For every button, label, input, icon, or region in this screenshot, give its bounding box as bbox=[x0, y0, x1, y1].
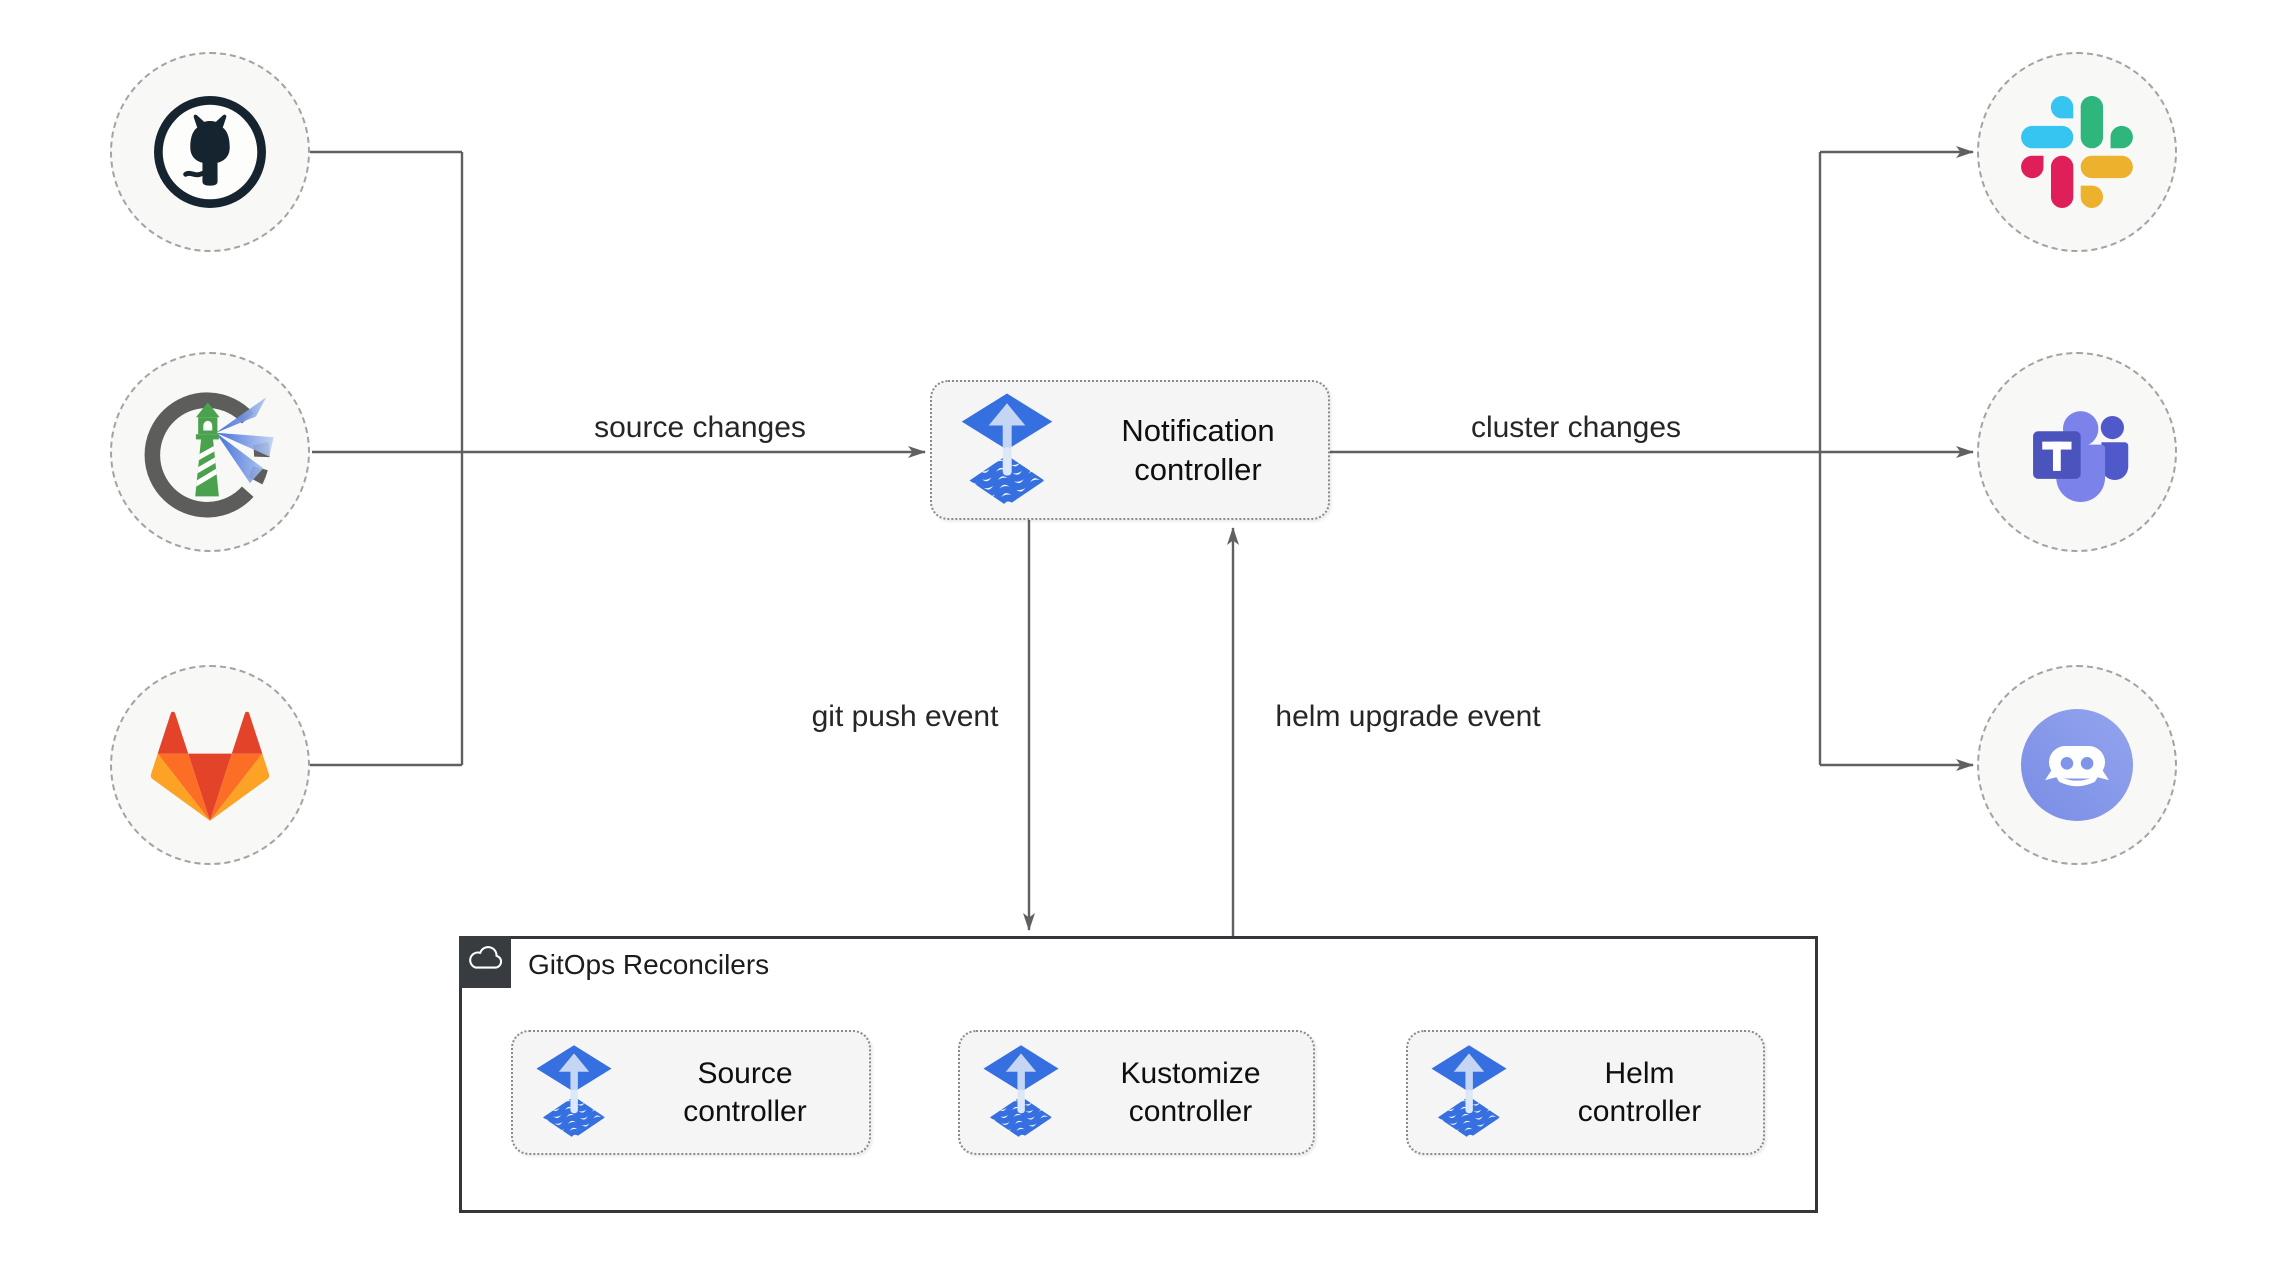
flux-icon bbox=[535, 1044, 613, 1141]
notification-controller-label: Notification controller bbox=[1082, 411, 1328, 489]
source-controller-label: Source controller bbox=[635, 1055, 869, 1131]
label-line: Helm bbox=[1604, 1056, 1675, 1090]
edge-left-junction bbox=[310, 150, 464, 767]
flux-icon bbox=[982, 1044, 1060, 1141]
gitlab-icon bbox=[139, 694, 281, 836]
flux-logo-wrap bbox=[513, 1044, 635, 1141]
helm-controller-node: Helm controller bbox=[1406, 1030, 1765, 1155]
flux-icon bbox=[960, 392, 1054, 509]
notification-controller-node: Notification controller bbox=[930, 380, 1330, 520]
label-line: controller bbox=[1134, 452, 1262, 487]
flux-logo-wrap bbox=[932, 392, 1082, 509]
discord-icon bbox=[2021, 709, 2133, 821]
helm-controller-label: Helm controller bbox=[1530, 1055, 1763, 1131]
container-corner-tab bbox=[459, 936, 511, 988]
source-node-harbor bbox=[110, 352, 310, 552]
label-line: controller bbox=[683, 1094, 807, 1128]
slack-icon bbox=[2021, 96, 2133, 208]
label-line: Source bbox=[697, 1056, 793, 1090]
label-line: controller bbox=[1577, 1094, 1702, 1128]
teams-icon bbox=[2016, 391, 2138, 513]
edge-label-git-push-event: git push event bbox=[811, 700, 999, 733]
edge-label-cluster-changes: cluster changes bbox=[1470, 411, 1682, 444]
cloud-icon bbox=[466, 943, 504, 981]
flux-logo-wrap bbox=[1408, 1044, 1530, 1141]
edge-label-source-changes: source changes bbox=[594, 411, 806, 444]
source-controller-node: Source controller bbox=[511, 1030, 871, 1155]
notifier-node-discord bbox=[1977, 665, 2177, 865]
notifier-node-teams bbox=[1977, 352, 2177, 552]
flux-icon bbox=[1430, 1044, 1508, 1141]
notifier-node-slack bbox=[1977, 52, 2177, 252]
container-title: GitOps Reconcilers bbox=[528, 949, 770, 980]
flux-logo-wrap bbox=[960, 1044, 1082, 1141]
kustomize-controller-label: Kustomize controller bbox=[1082, 1055, 1313, 1131]
label-line: Kustomize bbox=[1120, 1056, 1261, 1090]
label-line: controller bbox=[1128, 1094, 1253, 1128]
harbor-icon bbox=[136, 378, 284, 526]
source-node-github bbox=[110, 52, 310, 252]
label-line: Notification bbox=[1121, 413, 1275, 448]
source-node-gitlab bbox=[110, 665, 310, 865]
github-icon bbox=[152, 94, 268, 210]
edge-label-helm-upgrade-event: helm upgrade event bbox=[1275, 700, 1541, 733]
kustomize-controller-node: Kustomize controller bbox=[958, 1030, 1315, 1155]
gitops-reconcilers-container: GitOps Reconcilers Source controller Kus… bbox=[459, 936, 1818, 1213]
